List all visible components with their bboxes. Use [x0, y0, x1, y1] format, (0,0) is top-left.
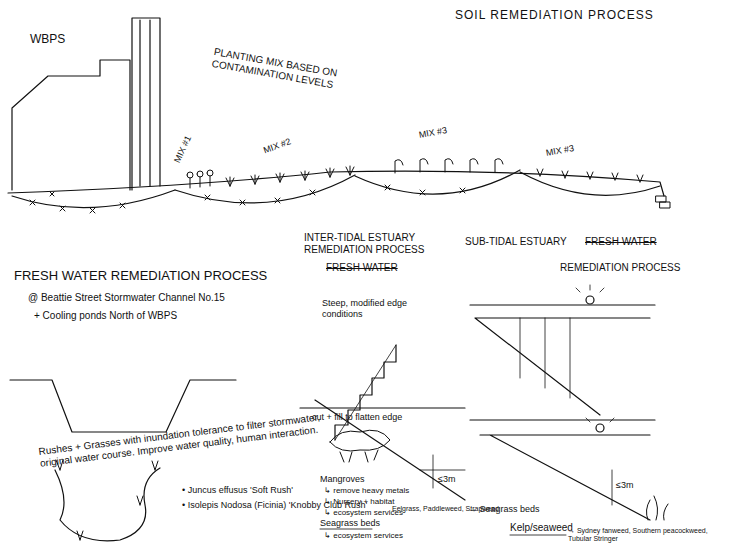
- sketch-note: FRESH WATER: [326, 262, 398, 274]
- sketch-note: WBPS: [30, 32, 65, 46]
- sketch-note: + Cooling ponds North of WBPS: [34, 310, 177, 322]
- sketch-note: ↳ ecosystem services: [324, 531, 403, 541]
- sketch-note: Kelp/seaweed: [510, 522, 573, 534]
- sketch-note: MIX #2: [262, 136, 292, 156]
- sketch-note: → Seagrass beds: [468, 504, 540, 515]
- sketch-note: ↳ ecosystem services: [324, 508, 403, 518]
- sketch-note: Seagrass beds: [320, 518, 380, 529]
- sketch-title: SOIL REMEDIATION PROCESS: [455, 8, 654, 22]
- sketch-note: MIX #1: [172, 134, 194, 164]
- sketch-note: FRESH WATER REMEDIATION PROCESS: [14, 268, 267, 284]
- sketch-note: ≤3m: [438, 474, 455, 485]
- sketch-note: PLANTING MIX BASED ON CONTAMINATION LEVE…: [211, 46, 392, 101]
- sketch-note: cut + fill to flatten edge: [312, 412, 402, 423]
- sketch-note: REMEDIATION PROCESS: [560, 262, 680, 274]
- sketch-note: SUB-TIDAL ESTUARY: [465, 236, 567, 248]
- sketch-note: Mangroves: [320, 474, 365, 485]
- sketch-note: Rushes + Grasses with inundation toleran…: [38, 409, 339, 469]
- sketch-note: ↳ remove heavy metals: [324, 486, 409, 496]
- sketch-note: MIX #3: [418, 125, 448, 141]
- sketch-note: ↳ Nursery + habitat: [324, 497, 394, 507]
- sketch-note: FRESH WATER: [585, 236, 657, 248]
- sketch-note: Steep, modified edge conditions: [322, 298, 412, 320]
- sketch-note: • Juncus effusus 'Soft Rush': [182, 485, 293, 496]
- sketch-note: MIX #3: [545, 143, 575, 159]
- sketch-note: → Sydney fanweed, Southern peacockweed, …: [568, 527, 728, 544]
- sketch-note: INTER-TIDAL ESTUARY REMEDIATION PROCESS: [304, 232, 454, 256]
- sketch-note: ≤3m: [616, 480, 633, 491]
- sketch-note: @ Beattie Street Stormwater Channel No.1…: [28, 292, 225, 304]
